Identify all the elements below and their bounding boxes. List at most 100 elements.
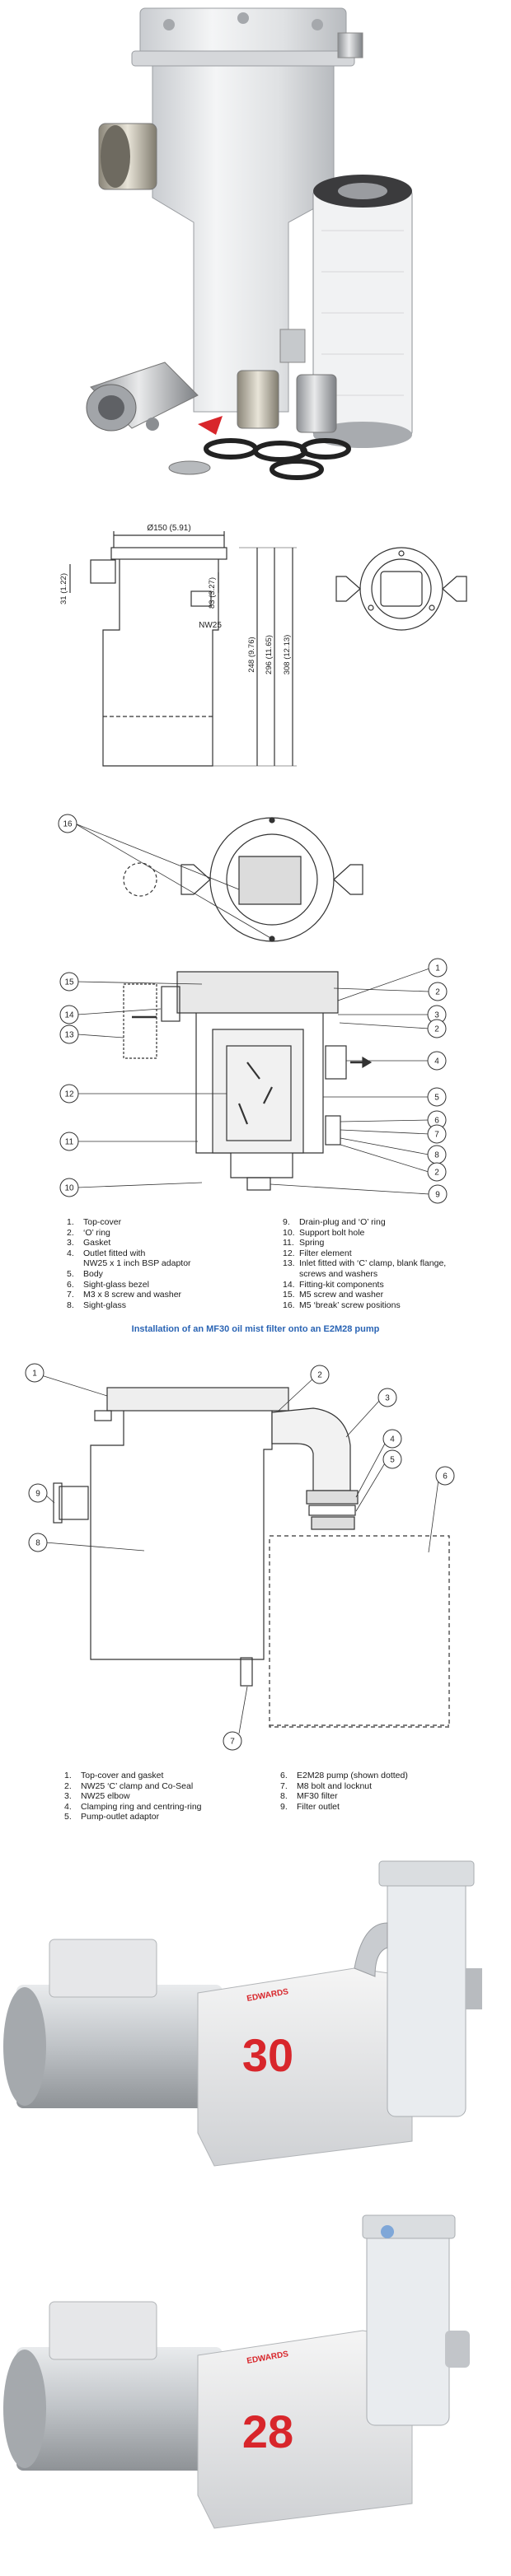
exploded-legend-text: Body <box>83 1268 103 1279</box>
callout-circle <box>310 1365 330 1384</box>
callout-label: 8 <box>434 1151 439 1160</box>
install-legend-num: 2. <box>64 1780 72 1791</box>
exploded-legend-item: 5. Body <box>67 1269 191 1280</box>
install-legend-num: 3. <box>64 1791 72 1802</box>
exploded-legend-text: M3 x 8 screw and washer <box>83 1290 182 1300</box>
install-legend-item: 2. NW25 ‘C’ clamp and Co-Seal <box>64 1781 202 1792</box>
exploded-legend-num: 7. <box>67 1290 74 1300</box>
exploded-legend-item: 9. Drain-plug and ‘O’ ring <box>283 1217 446 1228</box>
install-legend-num: 4. <box>64 1801 72 1812</box>
exploded-legend-num: 8. <box>67 1300 74 1310</box>
install-legend-num: 5. <box>64 1812 72 1822</box>
pump-30: 30 EDWARDS <box>3 1860 482 2167</box>
exploded-legend-item: 14.Fitting-kit components <box>283 1280 446 1290</box>
exploded-legend-text: Drain-plug and ‘O’ ring <box>299 1217 386 1227</box>
callout-circle <box>435 1466 455 1486</box>
pump-photos: 30 EDWARDS 28 EDWARDS <box>0 1845 511 2572</box>
exploded-legend-text: Gasket <box>83 1238 111 1248</box>
callout-label: 2 <box>434 1169 439 1178</box>
exploded-legend-text: Outlet fitted with <box>83 1248 146 1258</box>
exploded-legend-text: M5 screw and washer <box>299 1290 384 1300</box>
fitting-kit <box>86 362 351 480</box>
callout-label: 9 <box>35 1490 40 1499</box>
callout-label: 3 <box>385 1394 390 1403</box>
callout-label: 2 <box>317 1371 322 1380</box>
callout-label: 15 <box>64 978 74 987</box>
callout-label: 5 <box>390 1456 395 1465</box>
exploded-legend-item: 12.Filter element <box>283 1248 446 1259</box>
callout-circle <box>25 1363 45 1383</box>
exploded-legend-item: 11.Spring <box>283 1238 446 1248</box>
exploded-legend-num: 16. <box>283 1300 295 1310</box>
callout-circle <box>59 1005 79 1024</box>
install-legend-text: M8 bolt and locknut <box>297 1780 373 1791</box>
exploded-legend-item: 3. Gasket <box>67 1238 191 1248</box>
callout-circle <box>428 982 448 1001</box>
exploded-legend-num: 5. <box>67 1268 74 1279</box>
callout-circle <box>59 1084 79 1104</box>
top-cover <box>131 7 363 67</box>
exploded-legend-num: 14. <box>283 1279 295 1290</box>
installation-title: Installation of an MF30 oil mist filter … <box>131 1324 380 1334</box>
exploded-legend-num: 10. <box>283 1227 295 1238</box>
install-legend-num: 9. <box>280 1801 288 1812</box>
callout-label: 8 <box>35 1539 40 1548</box>
install-legend-num: 7. <box>280 1780 288 1791</box>
callout-label: 1 <box>435 964 440 973</box>
callout-label: 6 <box>434 1117 439 1126</box>
callout-circle <box>427 1087 447 1107</box>
install-legend-item: 3.NW25 elbow <box>64 1791 202 1802</box>
exploded-legend-text: Support bolt hole <box>299 1227 365 1238</box>
callout-label: 2 <box>434 1025 439 1034</box>
callout-circle <box>382 1449 402 1469</box>
install-legend-text: MF30 filter <box>297 1791 338 1802</box>
filter-body <box>98 65 335 413</box>
callout-label: 9 <box>435 1191 440 1200</box>
filter-kit-illustration <box>86 7 413 480</box>
exploded-legend-item: 10. Support bolt hole <box>283 1228 446 1239</box>
dim-top-cover <box>110 547 227 560</box>
pump-30-model: 30 <box>242 2029 293 2081</box>
dim-308: 308 (12.13) <box>283 635 292 675</box>
install-legend-text: NW25 ‘C’ clamp and Co-Seal <box>81 1780 194 1791</box>
install-legend-item: 8. MF30 filter <box>280 1791 408 1802</box>
exploded-legend-text: NW25 x 1 inch BSP adaptor <box>83 1258 191 1269</box>
exploded-legend-item: 6.Sight-glass bezel <box>67 1280 191 1290</box>
dim-left-height: 31 (1.22) <box>59 573 68 604</box>
callout-label: 4 <box>434 1057 439 1066</box>
callout-circle <box>59 1132 79 1151</box>
callout-circle <box>427 1019 447 1038</box>
product-photo <box>0 0 511 486</box>
callout-label: 2 <box>435 988 440 997</box>
install-legend-text: Top-cover and gasket <box>81 1771 164 1780</box>
callout-label: 1 <box>32 1370 37 1379</box>
install-legend-item: 6.E2M28 pump (shown dotted) <box>280 1771 408 1781</box>
exploded-legend-item: 16.M5 ‘break’ screw positions <box>283 1300 446 1311</box>
dim-83: 83 (3.27) <box>208 577 217 609</box>
dimension-svg: Ø150 (5.91) 31 (1.22) 83 (3.27) 248 (9.7… <box>59 524 467 767</box>
callout-circle <box>28 1483 48 1503</box>
exploded-legend-num: 3. <box>67 1238 74 1248</box>
exploded-legend-num: 2. <box>67 1227 74 1238</box>
pump-photo-svg: 30 EDWARDS 28 EDWARDS <box>3 1860 482 2529</box>
callout-circle <box>59 1024 79 1044</box>
callout-label: 11 <box>65 1138 74 1147</box>
exploded-legend-item: NW25 x 1 inch BSP adaptor <box>67 1258 191 1269</box>
exploded-legend-item: 1.Top-cover <box>67 1217 191 1228</box>
exploded-legend-item: 15.M5 screw and washer <box>283 1290 446 1300</box>
exploded-legend-text: Inlet fitted with ‘C’ clamp, blank flang… <box>299 1258 447 1269</box>
install-legend-num: 6. <box>280 1771 288 1780</box>
callout-label: 7 <box>230 1738 235 1747</box>
callout-circle <box>223 1731 242 1751</box>
exploded-legend-item: 8.Sight-glass <box>67 1300 191 1311</box>
exploded-legend-num: 9. <box>283 1217 290 1227</box>
install-legend-right: 6.E2M28 pump (shown dotted)7. M8 bolt and… <box>280 1771 408 1812</box>
install-legend-num: 8. <box>280 1791 288 1802</box>
exploded-legend-text: Sight-glass bezel <box>83 1279 149 1290</box>
exploded-legend-text: screws and washers <box>299 1268 378 1279</box>
